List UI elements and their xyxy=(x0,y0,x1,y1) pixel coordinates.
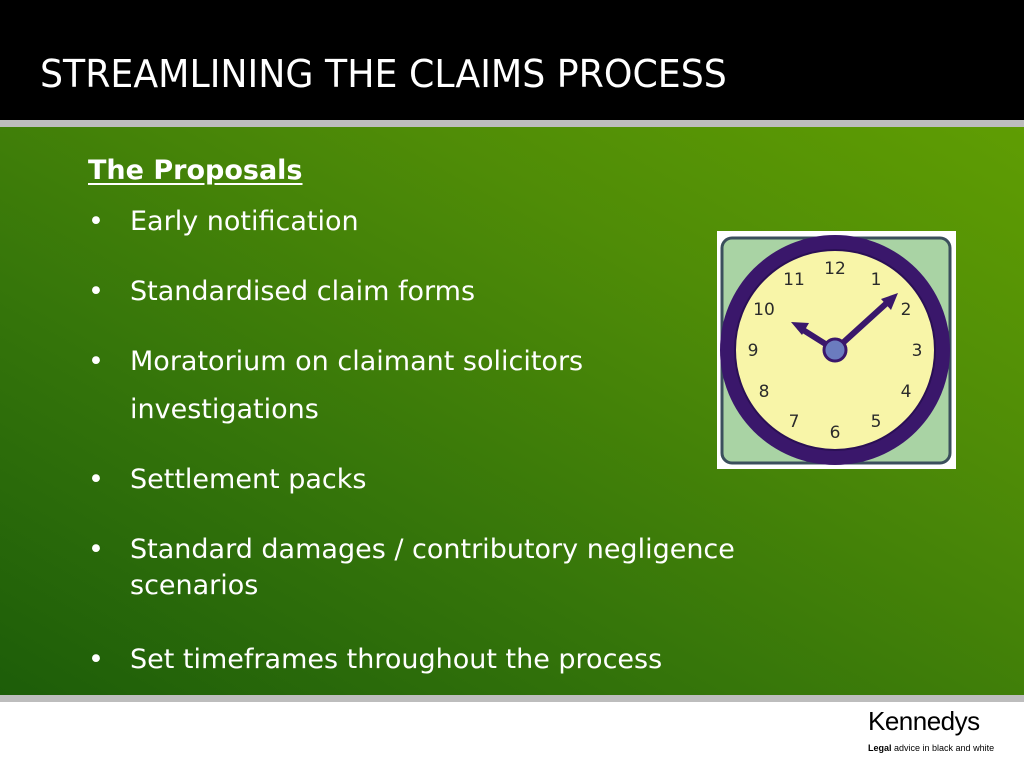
bullet-text: Moratorium on claimant solicitors invest… xyxy=(130,346,584,425)
hour-hand-tip xyxy=(791,322,809,335)
bullet-text: Settlement packs xyxy=(130,464,367,495)
bullet-text: Standard damages / contributory negligen… xyxy=(130,534,735,601)
clock-numeral: 6 xyxy=(830,423,841,443)
brand-name: Kennedys xyxy=(868,706,980,736)
brand-tagline-bold: Legal xyxy=(868,743,892,753)
clock-center-cap xyxy=(822,337,848,363)
brand-tagline: Legal advice in black and white xyxy=(868,743,994,753)
clock-numeral: 5 xyxy=(871,412,882,432)
brand-tagline-rest: advice in black and white xyxy=(891,743,995,753)
clock-numeral: 10 xyxy=(753,300,775,320)
bullet-marker: • xyxy=(88,644,104,675)
bullet-text: Standardised claim forms xyxy=(130,276,476,307)
clock-numeral: 7 xyxy=(789,412,800,432)
bullet-marker: • xyxy=(88,464,104,495)
section-heading: The Proposals xyxy=(88,155,303,186)
clock-numeral: 9 xyxy=(748,341,759,361)
clock-numeral: 8 xyxy=(759,382,770,402)
slide-title: STREAMLINING THE CLAIMS PROCESS xyxy=(40,52,727,96)
clock-numeral: 12 xyxy=(824,259,846,279)
clock-numeral: 2 xyxy=(901,300,912,320)
footer-divider xyxy=(0,695,1024,702)
clock-numeral: 3 xyxy=(912,341,923,361)
clock-icon: 12 12 3 45 6 78 9 10 11 xyxy=(717,231,956,469)
bullet-marker: • xyxy=(88,276,104,307)
bullet-marker: • xyxy=(88,206,104,237)
title-bar: STREAMLINING THE CLAIMS PROCESS xyxy=(0,0,1024,120)
bullet-marker: • xyxy=(88,346,104,377)
clock-numeral: 11 xyxy=(783,270,805,290)
clock-numeral: 1 xyxy=(871,270,882,290)
bullet-marker: • xyxy=(88,534,104,565)
bullet-text: Set timeframes throughout the process xyxy=(130,644,663,675)
minute-hand-tip xyxy=(881,293,898,310)
clock-numeral: 4 xyxy=(901,382,912,402)
bullet-text: Early notification xyxy=(130,206,359,237)
title-divider xyxy=(0,120,1024,127)
